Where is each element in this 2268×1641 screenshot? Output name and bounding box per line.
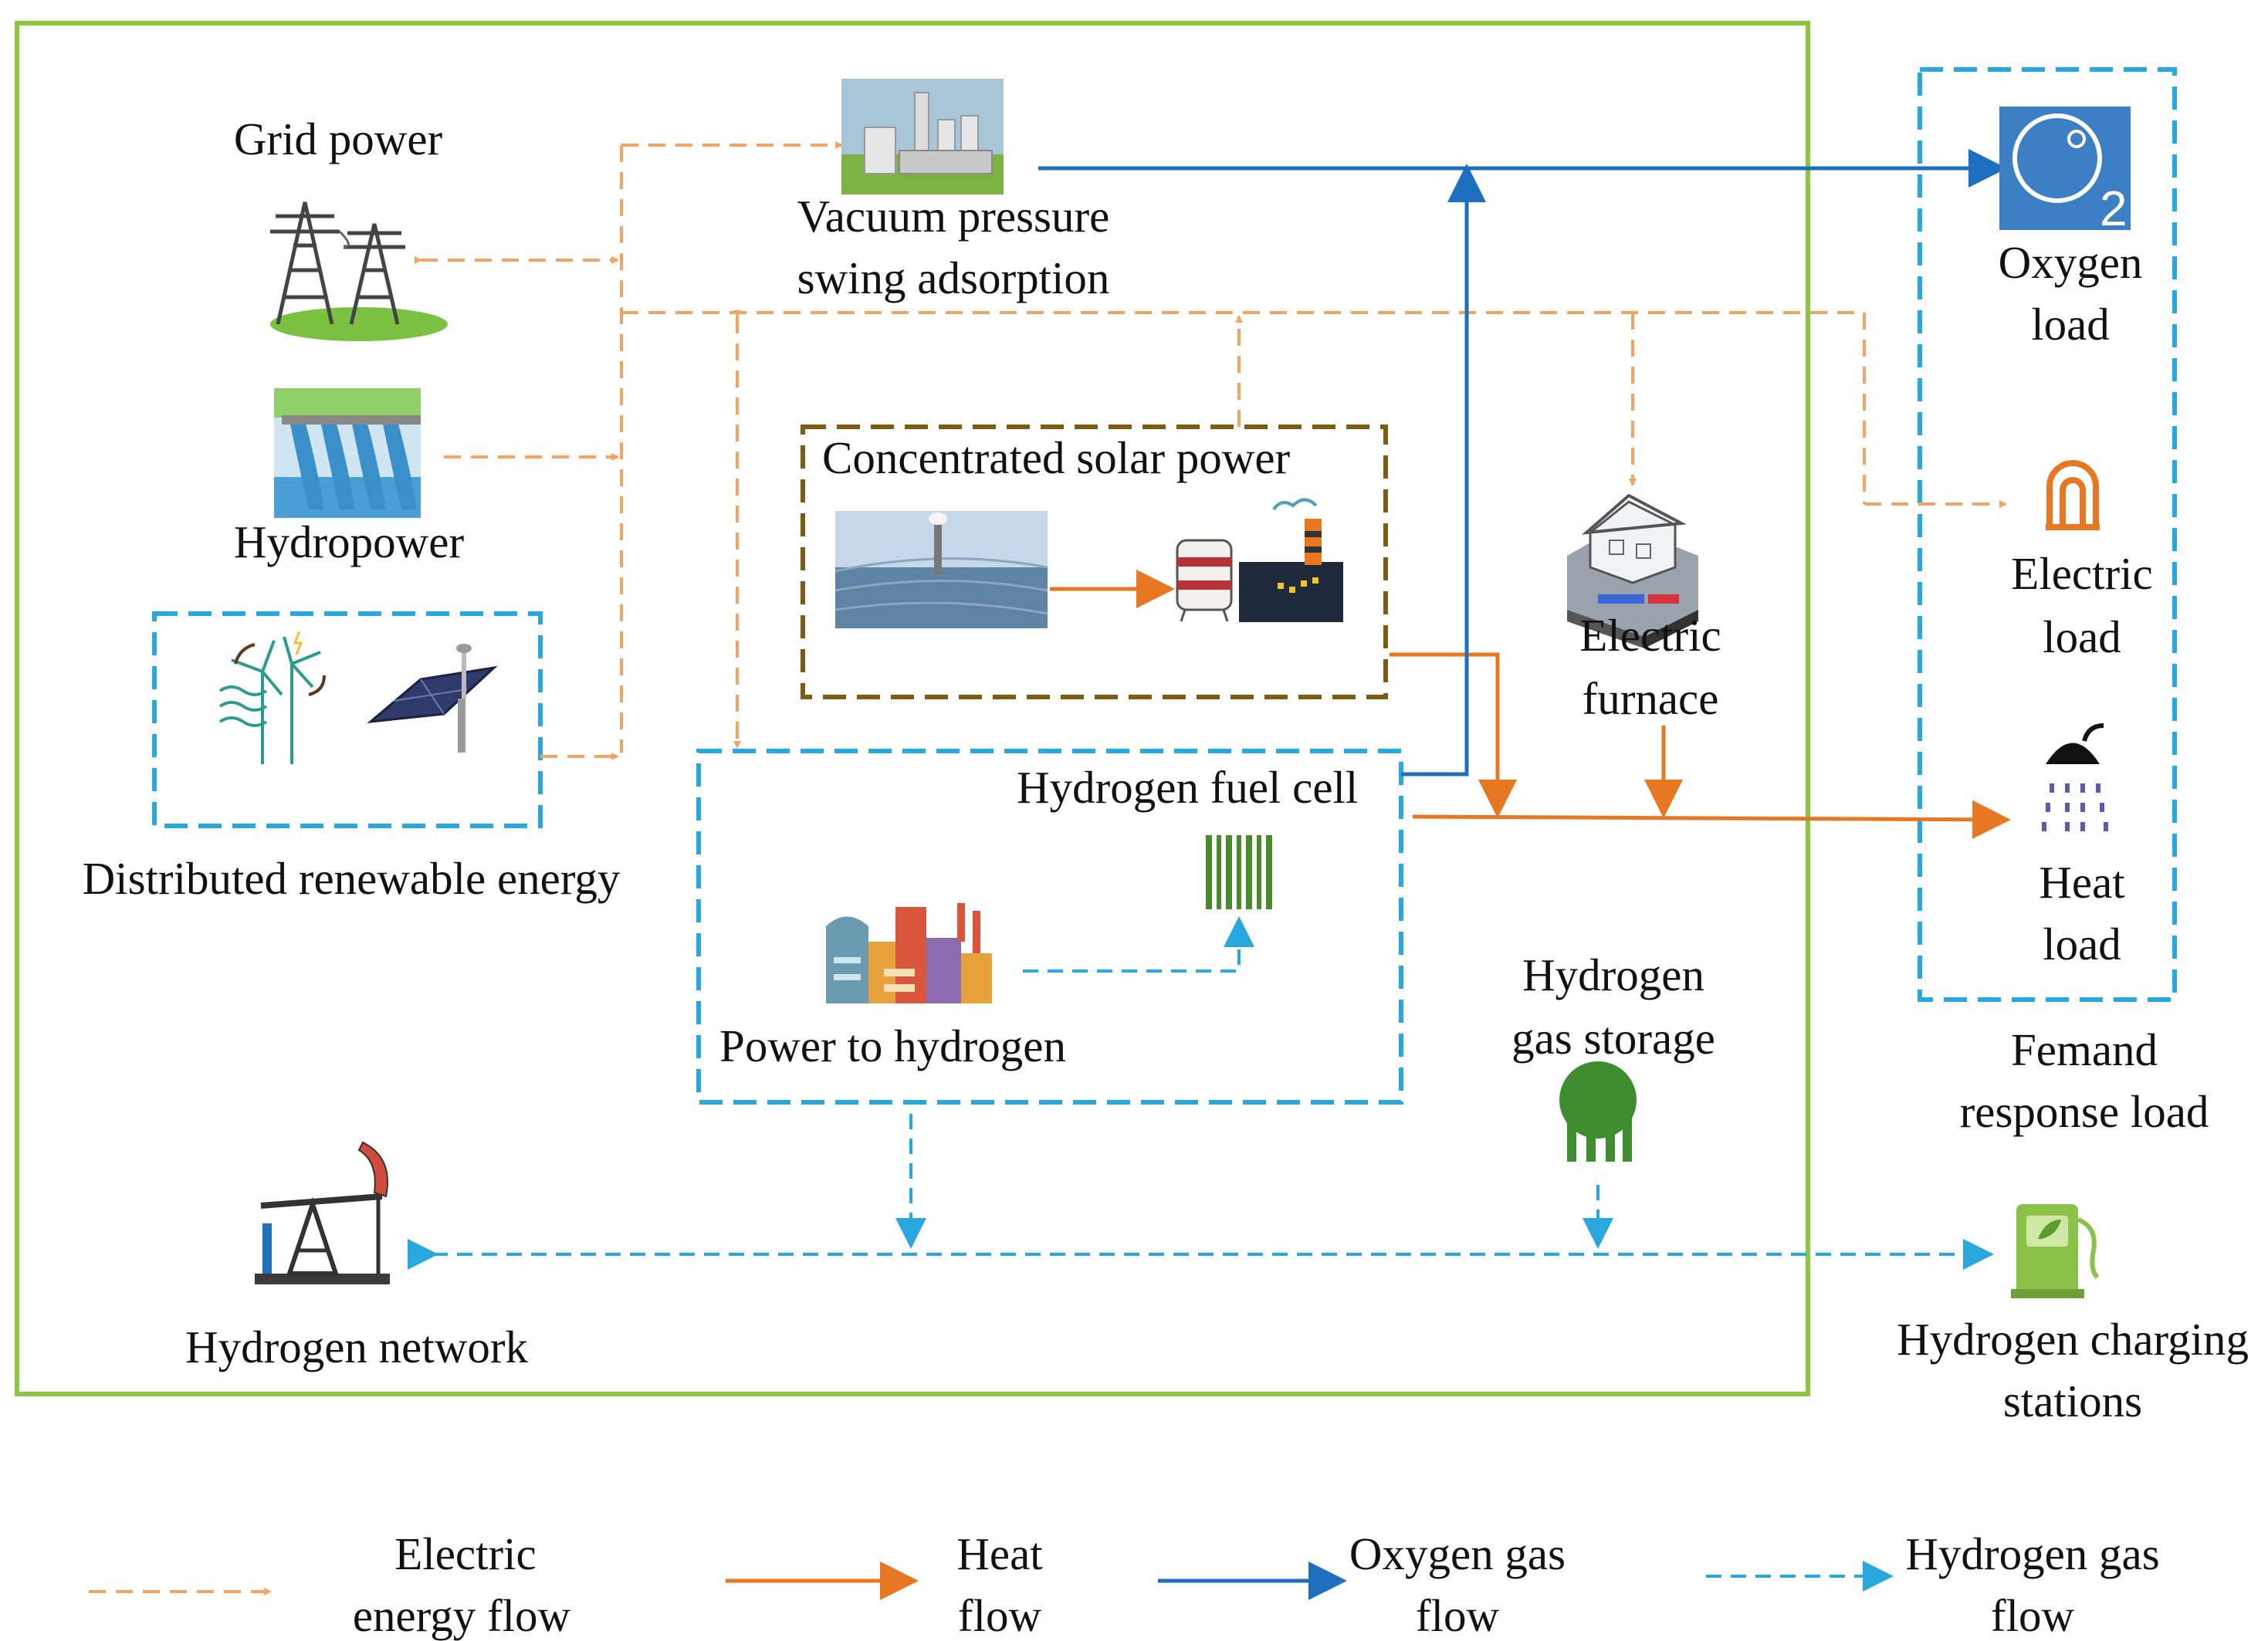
o2-subscript-label: 2 [2100, 181, 2128, 236]
hydrogen-group [696, 749, 1403, 1105]
vpsa-plant-icon [841, 79, 1004, 195]
charging-station-icon [2011, 1204, 2100, 1298]
grid-power-label: Grid power [234, 113, 443, 164]
solar-panel-icon [367, 644, 498, 753]
electric-load-label-line1: Electric [2011, 548, 2152, 599]
pumpjack-icon [255, 1141, 390, 1284]
to-heat-load-flow [1412, 800, 2011, 839]
p2h-to-fuel-cell-flow [1023, 916, 1254, 973]
csp-label: Concentrated solar power [822, 432, 1291, 483]
heat-load-label-line2: load [2043, 919, 2121, 969]
legend-label-electric-line2: energy flow [353, 1590, 571, 1641]
wind-turbine-icon [218, 631, 326, 764]
legend-label-oxygen-line1: Oxygen gas [1349, 1528, 1566, 1579]
heat-flows [1050, 570, 2011, 839]
heat-load-icon [2042, 723, 2108, 831]
oxygen-load-label-line2: load [2031, 299, 2110, 350]
power-tower-icon [270, 201, 448, 341]
electric-load-icon [2046, 460, 2100, 530]
csp-heat-down-flow [1390, 652, 1517, 818]
electric-furnace-icon [1567, 493, 1698, 648]
legend-label-hydrogen-line1: Hydrogen gas [1905, 1528, 2159, 1579]
charging-station-label-line1: Hydrogen charging [1897, 1314, 2249, 1365]
vpsa-label-line1: Vacuum pressure [797, 191, 1110, 242]
power-to-hydrogen-label: Power to hydrogen [719, 1020, 1066, 1071]
csp-group [801, 425, 1388, 699]
electric-furnace-label-line1: Electric [1579, 610, 1721, 661]
demand-response-group [1918, 67, 2177, 1002]
fuel-cell-icon [1203, 834, 1280, 911]
distributed-renewable-group [152, 611, 543, 828]
oxygen-flows [1038, 149, 2007, 777]
legend-label-electric-line1: Electric [394, 1528, 536, 1579]
legend-item-heat: Heat flow [726, 1528, 1043, 1641]
legend-item-oxygen: Oxygen gas flow [1158, 1528, 1566, 1641]
thermal-storage-icon [1176, 498, 1343, 622]
fuel-cell-label: Hydrogen fuel cell [1017, 762, 1358, 813]
electric-furnace-label-line2: furnace [1583, 673, 1719, 724]
hydrogen-factory-icon [826, 903, 992, 1003]
hydrogen-flows [408, 916, 1994, 1270]
hydrogen-network-label: Hydrogen network [185, 1321, 529, 1372]
hydrogen-storage-icon [1559, 1061, 1637, 1162]
legend-label-heat-line2: flow [958, 1590, 1042, 1641]
demand-response-label-line1: Femand [2011, 1024, 2158, 1075]
distributed-renewable-label: Distributed renewable energy [83, 853, 621, 904]
legend-item-hydrogen: Hydrogen gas flow [1706, 1528, 2160, 1641]
heat-load-label-line1: Heat [2039, 857, 2125, 908]
legend-label-hydrogen-line2: flow [1991, 1590, 2075, 1641]
hydrogen-storage-label-line2: gas storage [1511, 1013, 1715, 1064]
oxygen-load-label-line1: Oxygen [1999, 237, 2143, 288]
oxygen-icon: 2 [1999, 107, 2131, 236]
vpsa-label-line2: swing adsorption [797, 252, 1110, 303]
solar-tower-field-icon [834, 511, 1048, 628]
demand-response-label-line2: response load [1960, 1086, 2209, 1137]
legend: Electric energy flow Heat flow Oxygen ga… [89, 1528, 2160, 1641]
hydrogen-storage-label-line1: Hydrogen [1522, 949, 1704, 1000]
bus-to-loads-line [621, 311, 1866, 504]
electric-load-label-line2: load [2043, 611, 2121, 662]
charging-station-label-line2: stations [2003, 1375, 2142, 1426]
legend-item-electric: Electric energy flow [89, 1528, 571, 1641]
system-boundary [15, 21, 1810, 1396]
hydropower-label: Hydropower [234, 516, 465, 567]
legend-label-heat-line1: Heat [956, 1528, 1043, 1579]
hydropower-dam-icon [274, 388, 421, 518]
electric-flows [415, 141, 2007, 760]
fuel-cell-oxygen-flow [1401, 164, 1486, 777]
legend-label-oxygen-line2: flow [1416, 1590, 1500, 1641]
